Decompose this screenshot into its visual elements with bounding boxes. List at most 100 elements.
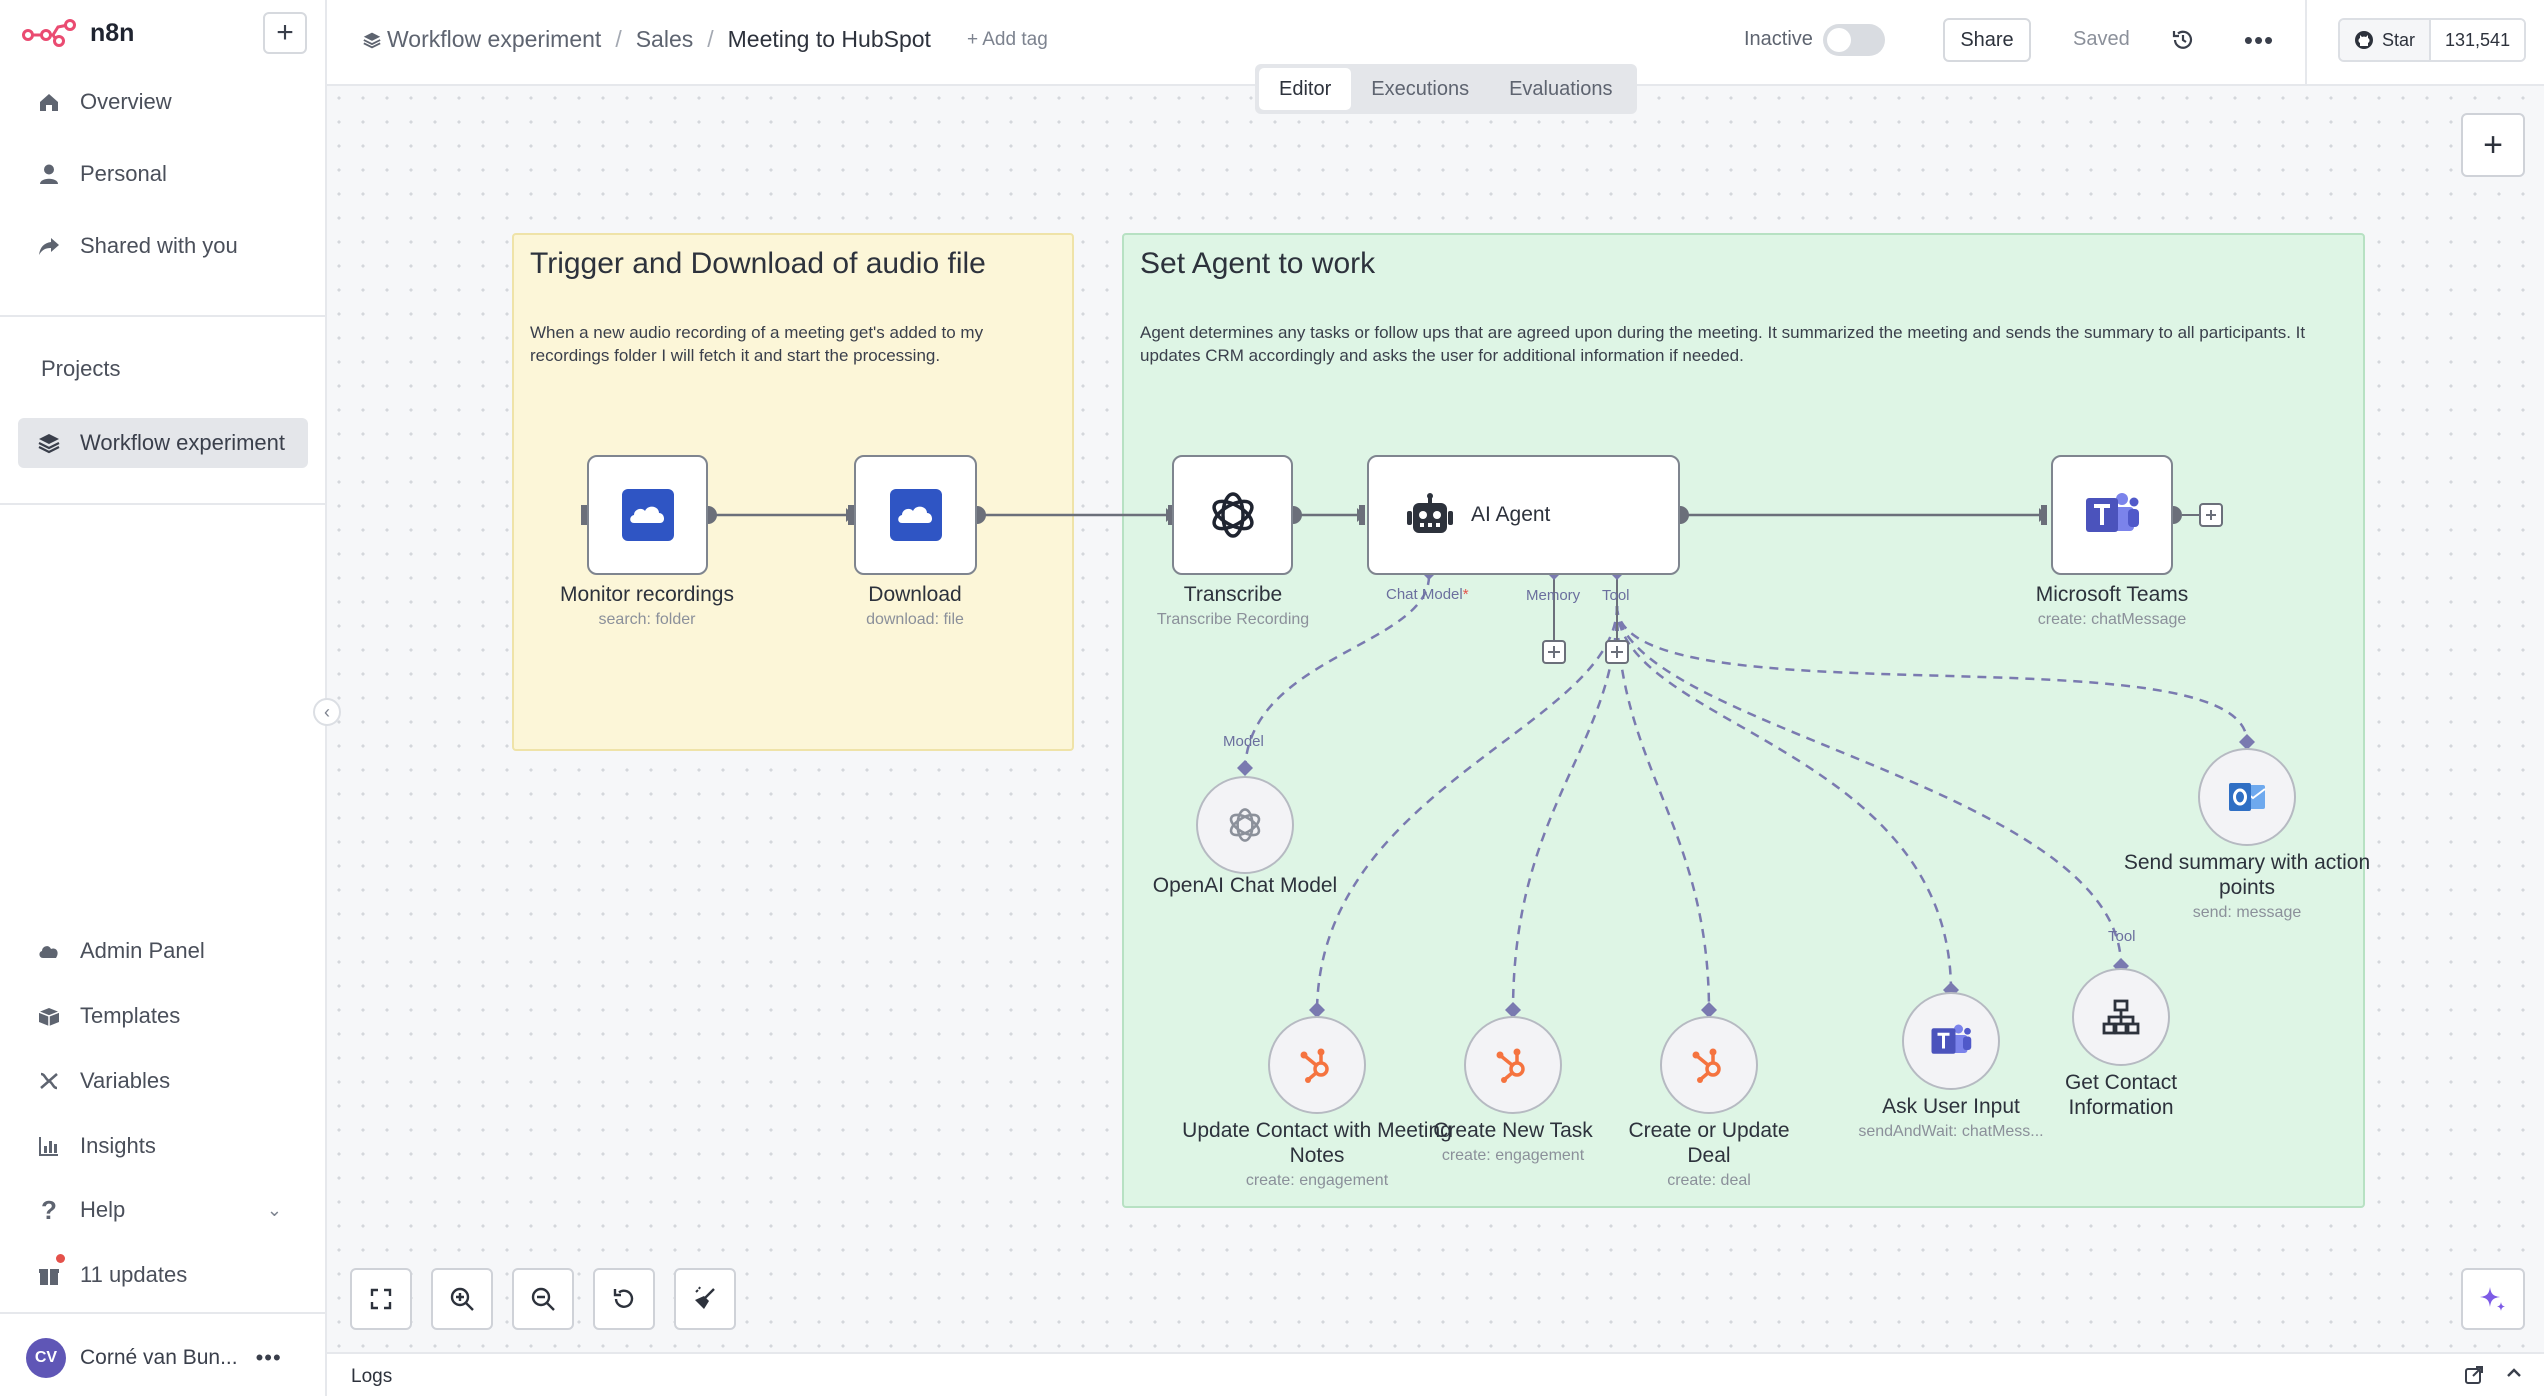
node-label: Get Contact Information xyxy=(2064,1071,2178,1119)
node-send-summary[interactable] xyxy=(2198,748,2296,846)
node-create-update-deal[interactable] xyxy=(1660,1016,1758,1114)
workflow-name[interactable]: Meeting to HubSpot xyxy=(727,26,931,52)
input-handles xyxy=(581,505,2047,525)
hubspot-icon xyxy=(1692,1048,1721,1083)
sidebar-item-personal[interactable]: Personal xyxy=(18,149,308,199)
sidebar-item-admin-panel[interactable]: Admin Panel xyxy=(18,926,308,976)
sidebar-item-label: Personal xyxy=(80,161,167,186)
chevron-down-icon: ⌄ xyxy=(266,1199,282,1220)
fit-view-icon xyxy=(370,1288,392,1310)
sidebar-item-label: Variables xyxy=(80,1068,171,1093)
node-subtitle: create: chatMessage xyxy=(2037,611,2187,628)
collapse-sidebar-button[interactable]: ‹ xyxy=(313,698,341,726)
active-toggle[interactable] xyxy=(1823,24,1885,56)
node-subtitle: send: message xyxy=(2192,904,2302,921)
fit-view-button[interactable] xyxy=(350,1268,412,1330)
n8n-logo[interactable]: n8n xyxy=(22,16,134,50)
node-label: Download xyxy=(868,583,962,606)
github-star-widget[interactable]: Star 131,541 xyxy=(2338,18,2527,62)
sidebar-divider xyxy=(0,315,325,317)
openai-icon xyxy=(1211,492,1254,538)
node-microsoft-teams[interactable] xyxy=(2051,455,2173,575)
hubspot-icon xyxy=(1300,1048,1329,1083)
workflow-canvas[interactable]: Trigger and Download of audio file When … xyxy=(327,86,2544,1352)
logs-panel-bar[interactable]: Logs xyxy=(327,1352,2544,1396)
share-icon xyxy=(36,233,62,259)
chart-icon xyxy=(36,1133,62,1159)
tab-editor[interactable]: Editor xyxy=(1259,68,1352,110)
zoom-out-button[interactable] xyxy=(512,1268,574,1330)
gift-icon xyxy=(36,1262,62,1288)
chevron-up-icon[interactable] xyxy=(2504,1363,2524,1389)
add-node-button[interactable]: + xyxy=(2461,113,2525,177)
github-icon xyxy=(2355,31,2373,49)
variable-icon xyxy=(36,1068,62,1094)
avatar: CV xyxy=(26,1338,66,1378)
outlook-icon xyxy=(2229,783,2266,811)
sidebar: n8n + Overview Personal Shared with you … xyxy=(0,0,327,1396)
sidebar-item-insights[interactable]: Insights xyxy=(18,1121,308,1171)
zoom-in-button[interactable] xyxy=(431,1268,493,1330)
sidebar-item-shared[interactable]: Shared with you xyxy=(18,221,308,271)
node-label: Ask User Input xyxy=(1882,1095,2020,1118)
layers-icon xyxy=(36,430,62,456)
node-subtitle: create: engagement xyxy=(1245,1172,1389,1189)
node-label: OpenAI Chat Model xyxy=(1152,874,1338,897)
ai-assistant-button[interactable] xyxy=(2461,1268,2525,1330)
sidebar-item-label: 11 updates xyxy=(80,1262,188,1287)
user-icon xyxy=(36,161,62,187)
node-ask-user-input[interactable] xyxy=(1902,992,2000,1090)
teams-icon xyxy=(1931,1024,1972,1054)
connection-tool-deal xyxy=(1615,605,1711,1012)
port-label-tool: Tool xyxy=(2108,928,2136,945)
connection-tool-contact-info xyxy=(1615,605,2123,967)
sticky-text: When a new audio recording of a meeting … xyxy=(530,323,984,365)
port-label-model: Model xyxy=(1223,733,1264,750)
share-button[interactable]: Share xyxy=(1943,18,2031,62)
sidebar-item-templates[interactable]: Templates xyxy=(18,991,308,1041)
github-star-button[interactable]: Star xyxy=(2340,20,2432,60)
user-more-button[interactable]: ••• xyxy=(255,1345,282,1370)
port-label-chat-model: Chat Model* xyxy=(1386,586,1469,603)
breadcrumb: Workflow experiment / Sales / Meeting to… xyxy=(363,26,1048,53)
add-tag-button[interactable]: + Add tag xyxy=(966,28,1048,50)
sidebar-item-label: Shared with you xyxy=(80,233,238,258)
sidebar-item-updates[interactable]: 11 updates xyxy=(18,1250,308,1300)
node-create-new-task[interactable] xyxy=(1464,1016,1562,1114)
sidebar-item-workflow-experiment[interactable]: Workflow experiment xyxy=(18,418,308,468)
sidebar-divider xyxy=(0,1312,325,1314)
breadcrumb-folder[interactable]: Sales xyxy=(635,26,694,52)
sidebar-item-help[interactable]: ? Help ⌄ xyxy=(18,1185,308,1235)
reset-zoom-button[interactable] xyxy=(593,1268,655,1330)
node-transcribe[interactable] xyxy=(1172,455,1293,575)
connection-tool-new-task xyxy=(1511,605,1619,1012)
node-get-contact-info[interactable] xyxy=(2072,968,2170,1066)
node-update-contact[interactable] xyxy=(1268,1016,1366,1114)
node-label: AI Agent xyxy=(1471,503,1551,526)
sitemap-icon xyxy=(2102,999,2140,1035)
create-button[interactable]: + xyxy=(263,12,307,54)
help-icon: ? xyxy=(41,1194,57,1225)
node-download[interactable] xyxy=(854,455,977,575)
more-options-icon[interactable]: ••• xyxy=(2243,24,2275,55)
sticky-title: Trigger and Download of audio file xyxy=(530,247,986,280)
sidebar-item-variables[interactable]: Variables xyxy=(18,1056,308,1106)
history-icon[interactable] xyxy=(2165,22,2201,58)
n8n-logo-icon xyxy=(22,19,76,47)
pop-out-icon[interactable] xyxy=(2464,1365,2484,1390)
connection-tool-update-contact xyxy=(1315,605,1619,1012)
tab-executions[interactable]: Executions xyxy=(1371,77,1470,100)
node-subtitle: create: deal xyxy=(1667,1172,1751,1189)
robot-icon xyxy=(1407,493,1453,533)
breadcrumb-project[interactable]: Workflow experiment xyxy=(387,26,602,52)
node-openai-chat-model[interactable] xyxy=(1196,776,1294,874)
node-ai-agent[interactable]: AI Agent xyxy=(1367,455,1680,575)
user-menu[interactable]: CV Corné van Bun... ••• xyxy=(26,1338,282,1378)
node-label: Create New Task xyxy=(1433,1119,1593,1142)
node-monitor-recordings[interactable] xyxy=(587,455,708,575)
sidebar-item-overview[interactable]: Overview xyxy=(18,77,308,127)
tab-evaluations[interactable]: Evaluations xyxy=(1509,77,1613,100)
broom-icon xyxy=(695,1286,715,1309)
port-label-memory: Memory xyxy=(1526,587,1581,604)
tidy-up-button[interactable] xyxy=(674,1268,736,1330)
